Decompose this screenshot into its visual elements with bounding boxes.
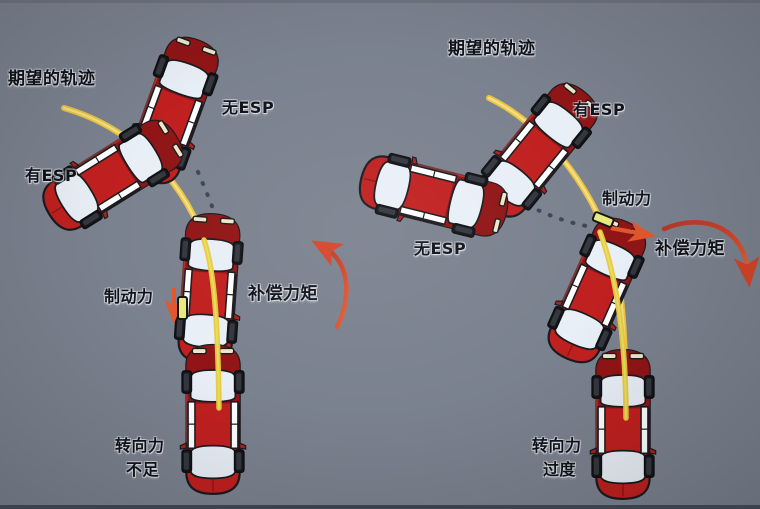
- desired-trajectory-overlay-left: [201, 237, 222, 411]
- left-desired-track-label: 期望的轨迹: [8, 69, 96, 89]
- left-without-esp-label: 无ESP: [222, 98, 275, 117]
- right-compensating-torque-label: 补偿力矩: [655, 239, 725, 259]
- right-with-esp-label: 有ESP: [573, 100, 626, 119]
- left-condition-line1-label: 转向力: [115, 436, 165, 455]
- right-brake-force-label: 制动力: [602, 189, 652, 208]
- left-condition-line2-label: 不足: [126, 460, 160, 479]
- curved-arrow-counterclockwise-icon-left: [311, 240, 349, 330]
- left-with-esp-label: 有ESP: [25, 166, 78, 185]
- car-top-view-icon-left-bottom: [180, 345, 245, 494]
- brake-force-arrow-icon-left: [164, 288, 188, 324]
- right-without-esp-label: 无ESP: [414, 239, 467, 258]
- desired-trajectory-overlay-right: [597, 229, 629, 421]
- brake-force-arrow-icon-right: [591, 211, 656, 242]
- right-condition-line1-label: 转向力: [532, 436, 582, 455]
- curved-arrow-clockwise-icon-right: [661, 220, 760, 288]
- left-brake-force-label: 制动力: [104, 287, 154, 306]
- left-compensating-torque-label: 补偿力矩: [248, 284, 318, 304]
- car-top-view-icon-left-mid: [171, 212, 247, 365]
- right-condition-line2-label: 过度: [543, 460, 577, 479]
- right-desired-track-label: 期望的轨迹: [448, 39, 536, 59]
